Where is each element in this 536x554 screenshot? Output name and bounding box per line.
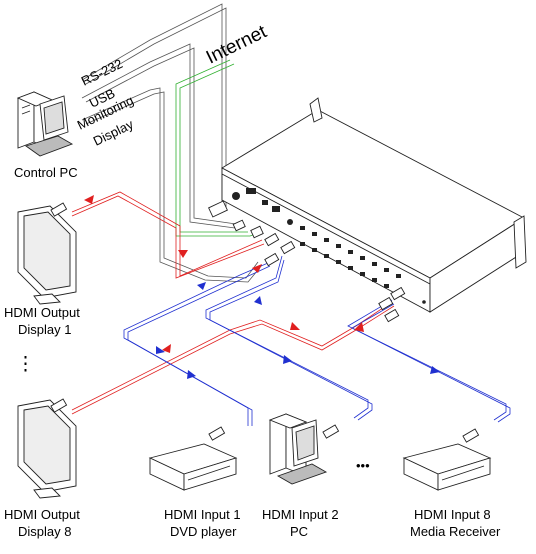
output-1-label-line1: HDMI Output — [4, 305, 80, 320]
rack-ear-top — [309, 97, 323, 123]
display-screen — [23, 405, 71, 485]
arrow — [283, 355, 292, 364]
output-8-label-line2: Display 8 — [18, 524, 71, 539]
hdmi-plug — [264, 252, 280, 267]
arrow — [254, 296, 262, 305]
port — [372, 262, 377, 266]
control-knob — [287, 219, 293, 225]
arrow — [187, 370, 196, 379]
rs232-label: RS-232 — [79, 56, 125, 89]
arrow — [430, 366, 440, 374]
vertical-ellipsis: ⋮ — [16, 354, 35, 375]
output-display-8 — [17, 398, 77, 499]
port — [360, 256, 365, 260]
input-1-cable — [123, 262, 269, 426]
display-stand — [33, 487, 61, 499]
port — [348, 250, 353, 254]
output-8-cable — [71, 301, 393, 411]
hdmi-plug — [322, 424, 340, 439]
port — [324, 238, 329, 242]
arrow — [354, 322, 364, 332]
port — [300, 242, 305, 246]
arrow — [197, 282, 206, 290]
port — [324, 254, 329, 258]
internet-label: Internet — [203, 21, 271, 68]
input-2-cable — [205, 255, 369, 419]
hdmi-plug — [208, 426, 226, 441]
input-8-label-line2: Media Receiver — [410, 524, 501, 539]
hdmi-plug — [378, 296, 394, 311]
port — [336, 260, 341, 264]
input-8-cable — [347, 299, 507, 421]
hdmi-plug — [50, 398, 68, 413]
arrow — [290, 322, 300, 330]
power-port — [232, 192, 240, 200]
port — [384, 268, 389, 272]
input-8-label-line1: HDMI Input 8 — [414, 507, 491, 522]
control-pc-label: Control PC — [14, 165, 78, 180]
screw — [422, 300, 426, 304]
media-receiver-icon — [402, 428, 492, 491]
arrow — [156, 346, 165, 354]
rs232-plug — [208, 200, 228, 218]
red-arrows — [84, 195, 364, 353]
hdmi-plug — [264, 232, 280, 247]
port — [300, 226, 305, 230]
output-8-label-line1: HDMI Output — [4, 507, 80, 522]
port — [372, 278, 377, 282]
hdmi-plug — [50, 202, 68, 217]
horizontal-ellipsis: ••• — [356, 458, 370, 473]
monitoring-cable — [81, 87, 263, 283]
dvd-player-icon — [148, 426, 238, 491]
usb-cable — [81, 43, 236, 229]
switcher-plugs — [208, 200, 406, 323]
hdmi-plug — [462, 428, 480, 443]
pc-keyboard — [25, 135, 74, 157]
usb-plug — [232, 219, 246, 232]
port — [312, 232, 317, 236]
input-2-label-line2: PC — [290, 524, 308, 539]
hdmi-matrix-switcher — [208, 97, 527, 323]
display-screen — [23, 211, 71, 291]
blue-arrows — [156, 282, 440, 379]
output-1-label-line2: Display 1 — [18, 322, 71, 337]
port — [360, 272, 365, 276]
output-display-1 — [17, 202, 77, 305]
pc-source-icon — [268, 413, 340, 485]
network-plug — [250, 225, 264, 239]
arrow — [178, 250, 188, 258]
pc-screen — [43, 101, 65, 135]
arrow — [252, 264, 262, 273]
arrow — [162, 344, 171, 353]
control-pc-icon — [16, 91, 74, 157]
hdmi-plug — [280, 240, 296, 255]
display-stand — [33, 293, 61, 305]
usb-port — [262, 200, 268, 205]
port — [384, 284, 389, 288]
rs232-port — [246, 188, 256, 194]
port — [348, 266, 353, 270]
arrow — [84, 195, 94, 204]
hdmi-plug — [384, 308, 400, 323]
input-1-label-line1: HDMI Input 1 — [164, 507, 241, 522]
port — [396, 274, 401, 278]
input-2-label-line1: HDMI Input 2 — [262, 507, 339, 522]
output-1-cable — [71, 191, 263, 277]
network-port — [272, 206, 280, 212]
rack-ear-right — [513, 215, 527, 269]
input-1-label-line2: DVD player — [170, 524, 237, 539]
input-cables — [123, 255, 511, 426]
hdmi-plug — [390, 286, 406, 301]
port — [312, 248, 317, 252]
port — [336, 244, 341, 248]
